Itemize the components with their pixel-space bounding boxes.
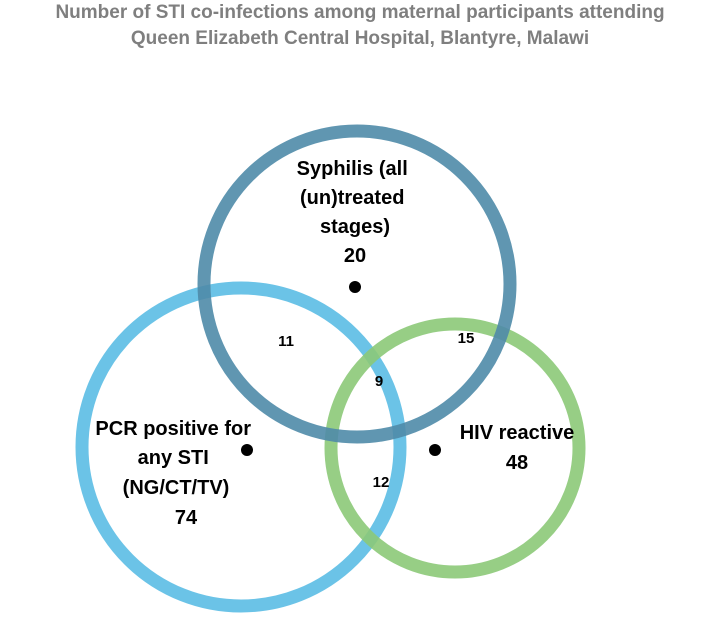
syphilis-label-line-2: (un)treated: [300, 187, 404, 209]
overlap-all-three: 9: [375, 373, 383, 390]
overlap-pcr-hiv: 12: [373, 474, 390, 491]
title-line-1: Number of STI co-infections among matern…: [55, 2, 665, 23]
pcr-label-line-2: any STI: [138, 447, 209, 469]
pcr-dot: [241, 444, 253, 456]
pcr-label-line-1: PCR positive for: [95, 418, 251, 440]
pcr-circle: [75, 281, 407, 613]
pcr-label: PCR positive for any STI (NG/CT/TV): [95, 418, 256, 499]
syphilis-label-line-1: Syphilis (all: [297, 158, 408, 180]
syphilis-label: Syphilis (all (un)treated stages): [297, 158, 414, 238]
title-line-2: Queen Elizabeth Central Hospital, Blanty…: [130, 28, 590, 49]
syphilis-circle: [197, 124, 517, 444]
syphilis-dot: [349, 281, 361, 293]
pcr-count: 74: [175, 507, 198, 529]
syphilis-count: 20: [344, 245, 366, 267]
pcr-label-line-3: (NG/CT/TV): [123, 477, 230, 499]
hiv-circle: [324, 317, 586, 579]
overlap-syphilis-hiv: 15: [458, 330, 475, 347]
syphilis-label-line-3: stages): [320, 216, 390, 238]
overlap-syphilis-pcr: 11: [278, 333, 294, 350]
hiv-label: HIV reactive: [460, 422, 575, 444]
hiv-dot: [429, 444, 441, 456]
diagram-title: Number of STI co-infections among matern…: [0, 0, 720, 52]
hiv-count: 48: [506, 452, 528, 474]
